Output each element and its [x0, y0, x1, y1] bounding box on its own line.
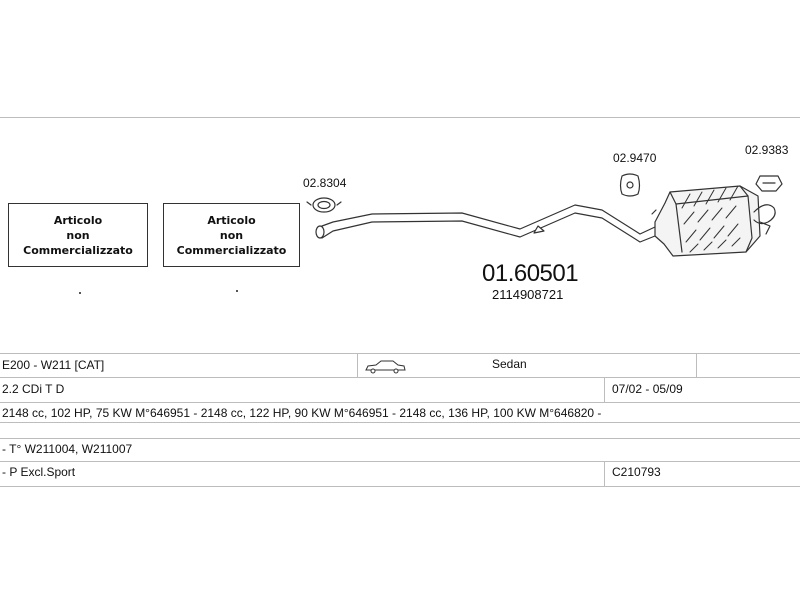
- rear-mount-part-number: 02.9383: [745, 143, 789, 157]
- oem-part-number: 2114908721: [492, 287, 564, 302]
- rear-mount-part-icon: [755, 175, 783, 192]
- variants-cell: 2148 cc, 102 HP, 75 KW M°646951 - 2148 c…: [2, 406, 602, 420]
- table-vline-4: [604, 461, 605, 486]
- rear-muffler: [651, 185, 776, 257]
- not-sold-line2: non: [219, 228, 244, 242]
- table-vline-3: [604, 377, 605, 402]
- marker-dot-2: [236, 290, 238, 292]
- table-rule-2: [0, 377, 800, 378]
- marker-dot-1: [79, 292, 81, 294]
- years-cell: 07/02 - 05/09: [612, 382, 683, 396]
- engine-cell: 2.2 CDi T D: [2, 382, 65, 396]
- not-sold-line1: Articolo: [53, 213, 103, 227]
- body-type-cell: Sedan: [492, 357, 527, 371]
- not-sold-line2: non: [66, 228, 90, 242]
- exhaust-pipe: [315, 204, 656, 243]
- table-vline-2: [696, 353, 697, 377]
- table-vline-1: [357, 353, 358, 377]
- not-sold-line1: Articolo: [207, 213, 256, 227]
- not-sold-line3: Commercializzato: [176, 243, 287, 257]
- exclusion-cell: - P Excl.Sport: [2, 465, 76, 479]
- table-rule-5: [0, 438, 800, 439]
- not-sold-box-1: Articolo non Commercializzato: [8, 203, 148, 267]
- table-rule-3: [0, 402, 800, 403]
- not-sold-line3: Commercializzato: [23, 243, 133, 257]
- model-cell: E200 - W211 [CAT]: [2, 358, 105, 372]
- reference-cell: C210793: [612, 465, 661, 479]
- table-rule-7: [0, 486, 800, 487]
- hanger-part-number: 02.9470: [613, 151, 657, 165]
- table-rule-4: [0, 422, 800, 423]
- clamp-part-icon: [306, 197, 342, 213]
- hanger-part-icon: [619, 173, 641, 197]
- clamp-part-number: 02.8304: [303, 176, 347, 190]
- table-rule-6: [0, 461, 800, 462]
- not-sold-box-2: Articolo non Commercializzato: [163, 203, 300, 267]
- main-part-number: 01.60501: [482, 260, 579, 287]
- table-rule-1: [0, 353, 800, 354]
- chassis-cell: - T° W211004, W211007: [2, 442, 133, 456]
- top-divider: [0, 117, 800, 118]
